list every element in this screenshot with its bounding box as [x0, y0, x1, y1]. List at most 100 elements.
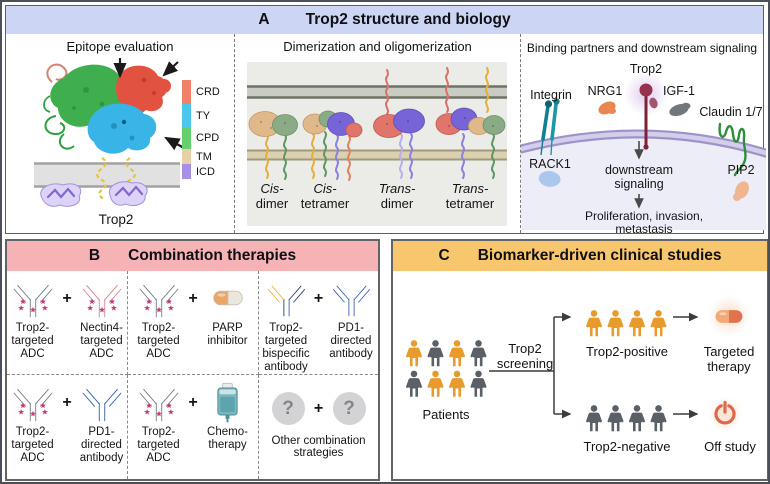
plus-sign: + [188, 290, 198, 307]
panel-c-body: Patients Trop2 screening Trop2-positive … [393, 271, 767, 479]
trans-tetramer-label: Trans-tetramer [445, 181, 495, 211]
panel-a: A Trop2 structure and biology Epitope ev… [5, 5, 766, 236]
pip2-icon [733, 181, 749, 201]
person-icon [449, 370, 465, 398]
legend-row-tm: TM [182, 149, 220, 164]
targeted-therapy-label: Targeted therapy [703, 344, 755, 374]
trop2-screening-label: Trop2 screening [496, 341, 554, 371]
targeted-therapy-pill-icon [715, 310, 743, 323]
panel-b: B Combination therapies Trop2- targeted … [5, 239, 380, 481]
cytoplasm [521, 133, 766, 230]
panel-b-tag: B [88, 247, 101, 264]
legend-swatch-tm [182, 149, 191, 164]
trop2-receptor-icon [639, 83, 658, 150]
combo-label: PD1- directed antibody [79, 426, 124, 464]
dimerization-illustration [247, 62, 507, 226]
person-icon [427, 370, 444, 398]
combo-label: Trop2- targeted ADC [137, 322, 180, 360]
intracellular-domains [40, 181, 148, 207]
person-icon [586, 310, 602, 337]
person-icon [406, 340, 422, 367]
legend-row-icd: ICD [182, 164, 220, 179]
trans-dimer-structure [373, 108, 425, 138]
patients-group [406, 340, 487, 398]
combo-cell-adc-chemo: Trop2- targeted ADC + Chemo- therapy [128, 375, 259, 479]
combination-grid: Trop2- targeted ADC + Nectin4- targeted … [7, 271, 378, 479]
combo-cell-adc-pd1: Trop2- targeted ADC + PD1- directed anti… [7, 375, 128, 479]
trop2-adc-icon [137, 381, 181, 423]
combo-label: Nectin4- targeted ADC [80, 322, 123, 360]
cis-tetramer-label: Cis-tetramer [300, 181, 350, 211]
person-icon [427, 340, 444, 367]
parp-capsule-icon [208, 290, 248, 306]
nrg1-icon [598, 101, 616, 115]
nrg1-label: NRG1 [587, 84, 623, 98]
person-icon [650, 405, 667, 432]
trop2-negative-group [586, 405, 667, 432]
panel-c: C Biomarker-driven clinical studies [391, 239, 768, 481]
integrin-icon [540, 98, 560, 156]
pd1-antibody-icon [331, 278, 372, 318]
combo-label: PARP inhibitor [207, 322, 248, 347]
legend-label-cpd: CPD [196, 132, 220, 144]
combo-label: Chemo- therapy [207, 426, 248, 451]
combo-label: Trop2- targeted ADC [11, 322, 54, 360]
person-icon [406, 370, 422, 398]
integrin-label: Integrin [530, 88, 572, 102]
legend-row-cpd: CPD [182, 127, 220, 149]
dimerization-title: Dimerization and oligomerization [283, 39, 472, 54]
question-mark-icon: ? [271, 392, 305, 425]
panel-a-tag: A [258, 11, 270, 28]
panel-a-header: A Trop2 structure and biology [6, 6, 763, 34]
claudin-icon [718, 122, 747, 177]
plus-sign: + [313, 290, 324, 307]
person-icon [629, 310, 645, 337]
person-icon [607, 405, 624, 432]
cis-dimer-label: Cis-dimer [255, 181, 289, 211]
pd1-antibody-icon [80, 381, 124, 423]
trop2-positive-label: Trop2-positive [586, 344, 668, 359]
panel-b-title: Combination therapies [128, 247, 297, 264]
legend-label-icd: ICD [196, 165, 215, 178]
trop2-structure-illustration [34, 58, 185, 207]
binding-section: Binding partners and downstream signalin… [521, 34, 766, 236]
igf1-label: IGF-1 [663, 84, 695, 98]
question-mark-icon: ? [332, 392, 366, 425]
plasma-membrane [34, 162, 180, 188]
legend-label-ty: TY [196, 109, 211, 122]
panel-c-tag: C [438, 247, 450, 264]
panel-c-title: Biomarker-driven clinical studies [477, 247, 722, 264]
epitope-title: Epitope evaluation [66, 39, 174, 54]
combo-cell-adc-parp: Trop2- targeted ADC + PARP inhibitor [128, 271, 259, 375]
off-study-power-icon [714, 400, 736, 425]
legend-row-crd: CRD [182, 80, 220, 104]
person-icon [586, 405, 602, 432]
downstream-signaling-label: downstream signaling [604, 163, 674, 191]
trop2-positive-group [586, 310, 667, 337]
trop2-adc-icon [11, 381, 55, 423]
combo-cell-other: ? + ? Other combination strategies [259, 375, 378, 479]
other-combinations-label: Other combination strategies [271, 435, 366, 459]
top-membrane [247, 85, 507, 99]
legend-label-crd: CRD [196, 86, 220, 98]
legend-swatch-cpd [182, 127, 191, 149]
plus-sign: + [188, 394, 198, 411]
person-icon [607, 310, 624, 337]
combo-cell-bispecific-pd1: Trop2- targeted bispecific antibody + PD… [259, 271, 378, 375]
legend-swatch-icd [182, 164, 191, 179]
panel-a-title: Trop2 structure and biology [305, 11, 511, 28]
outcome-label: Proliferation, invasion, metastasis [584, 209, 704, 236]
binding-illustration [521, 72, 766, 230]
panel-a-body: Epitope evaluation [6, 34, 766, 236]
legend-label-tm: TM [196, 150, 212, 163]
person-icon [449, 340, 465, 367]
patients-label: Patients [422, 407, 470, 422]
combo-cell-adc-nectin4: Trop2- targeted ADC + Nectin4- targeted … [7, 271, 128, 375]
trop2-adc-icon [11, 277, 55, 319]
off-study-label: Off study [704, 439, 756, 454]
cis-dimer-structure [248, 111, 298, 137]
cis-tetramer-structure [302, 110, 363, 138]
nectin4-adc-icon [80, 277, 124, 319]
epitope-arrow-icons [113, 58, 185, 151]
